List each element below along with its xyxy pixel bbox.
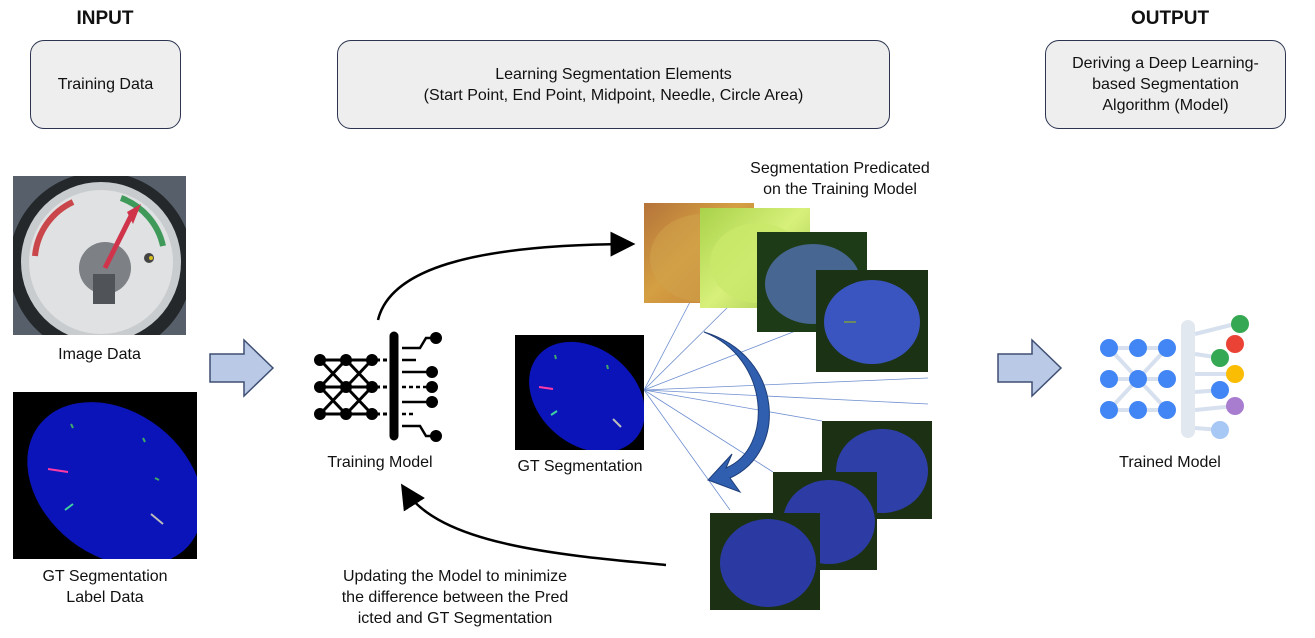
- gt-label-data-label: GT Segmentation Label Data: [13, 566, 197, 608]
- gt-segmentation-image: [515, 335, 644, 450]
- update-line2: the difference between the Pred: [341, 589, 569, 606]
- input-heading: INPUT: [76, 8, 134, 29]
- seg-pred-line1: Segmentation Predicated: [750, 160, 930, 177]
- segmentation-predicated-label: Segmentation Predicated on the Training …: [710, 158, 970, 200]
- iteration-curved-arrow: [703, 331, 770, 494]
- output-block-arrow: [997, 338, 1063, 398]
- training-model-network-icon: [314, 331, 442, 442]
- gt-label-data-line1: GT Segmentation: [42, 568, 168, 585]
- curve-arrow-feedback: [400, 483, 667, 567]
- training-data-text: Training Data: [57, 76, 154, 93]
- gt-label-image: [13, 392, 197, 559]
- learning-elements-line1: Learning Segmentation Elements: [495, 65, 732, 83]
- trained-model-network-icon: [1100, 315, 1249, 439]
- updating-model-label: Updating the Model to minimize the diffe…: [305, 566, 605, 629]
- update-line1: Updating the Model to minimize: [342, 568, 568, 585]
- update-line3: icted and GT Segmentation: [357, 610, 553, 627]
- learning-elements-line2: (Start Point, End Point, Midpoint, Needl…: [423, 86, 804, 104]
- gt-segmentation-label: GT Segmentation: [517, 458, 643, 475]
- input-block-arrow: [209, 338, 275, 398]
- seg-pred-line2: on the Training Model: [763, 181, 917, 198]
- output-heading: OUTPUT: [1130, 8, 1210, 29]
- training-data-box: Training Data: [30, 40, 181, 129]
- gt-label-data-line2: Label Data: [66, 589, 144, 606]
- image-data-label: Image Data: [58, 346, 141, 363]
- trained-model-label: Trained Model: [1119, 454, 1221, 471]
- prediction-image-7: [710, 513, 820, 610]
- deriving-model-box: Deriving a Deep Learning- based Segmenta…: [1045, 40, 1286, 129]
- training-model-label: Training Model: [327, 454, 433, 471]
- curve-arrow-to-predictions: [376, 231, 636, 321]
- deriving-line2: based Segmentation: [1092, 76, 1239, 93]
- learning-elements-box: Learning Segmentation Elements (Start Po…: [337, 40, 890, 129]
- prediction-image-4: [816, 270, 928, 372]
- deriving-line3: Algorithm (Model): [1102, 97, 1229, 114]
- gauge-photo: [13, 176, 186, 335]
- deriving-line1: Deriving a Deep Learning-: [1072, 55, 1259, 72]
